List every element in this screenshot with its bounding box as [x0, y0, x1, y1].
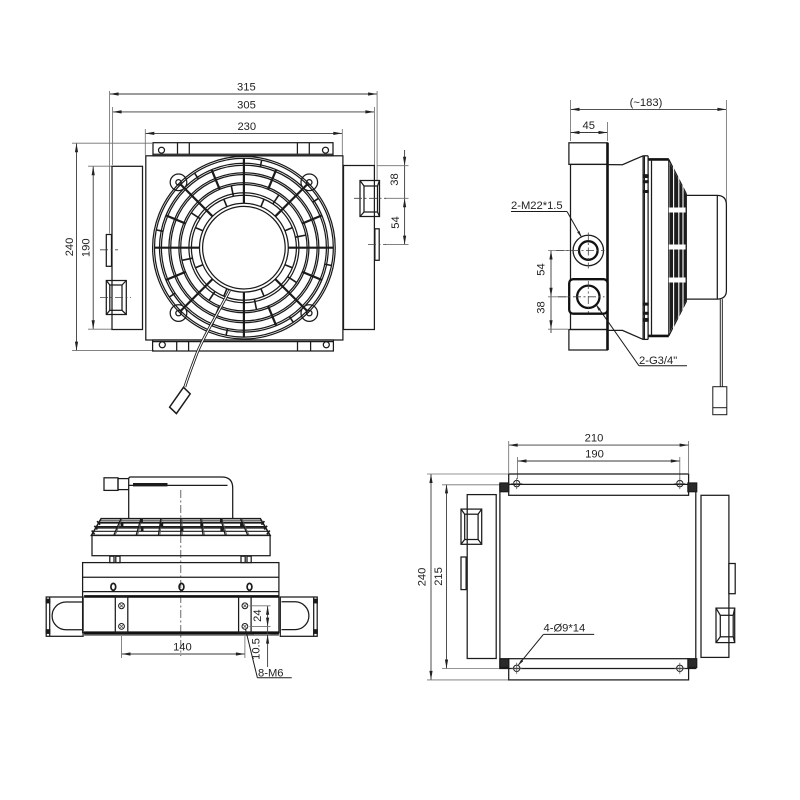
- svg-text:2-G3/4": 2-G3/4": [639, 355, 677, 367]
- svg-text:10.5: 10.5: [251, 638, 263, 660]
- svg-text:38: 38: [536, 301, 548, 313]
- svg-text:(~183): (~183): [630, 97, 663, 109]
- svg-text:38: 38: [389, 173, 401, 185]
- svg-text:230: 230: [237, 121, 256, 133]
- svg-text:2-M22*1.5: 2-M22*1.5: [511, 200, 563, 212]
- svg-text:305: 305: [237, 100, 256, 112]
- svg-text:45: 45: [582, 120, 594, 132]
- svg-text:215: 215: [433, 567, 445, 586]
- svg-text:8-M6: 8-M6: [258, 667, 284, 679]
- svg-text:210: 210: [585, 433, 604, 445]
- svg-text:54: 54: [390, 216, 402, 228]
- svg-text:24: 24: [252, 609, 264, 621]
- svg-text:240: 240: [417, 568, 429, 587]
- svg-text:315: 315: [237, 82, 256, 94]
- svg-text:4-Ø9*14: 4-Ø9*14: [544, 623, 586, 635]
- svg-text:190: 190: [81, 238, 93, 257]
- svg-text:240: 240: [64, 238, 76, 257]
- svg-text:140: 140: [173, 642, 192, 654]
- svg-text:54: 54: [536, 263, 548, 275]
- svg-text:190: 190: [585, 449, 604, 461]
